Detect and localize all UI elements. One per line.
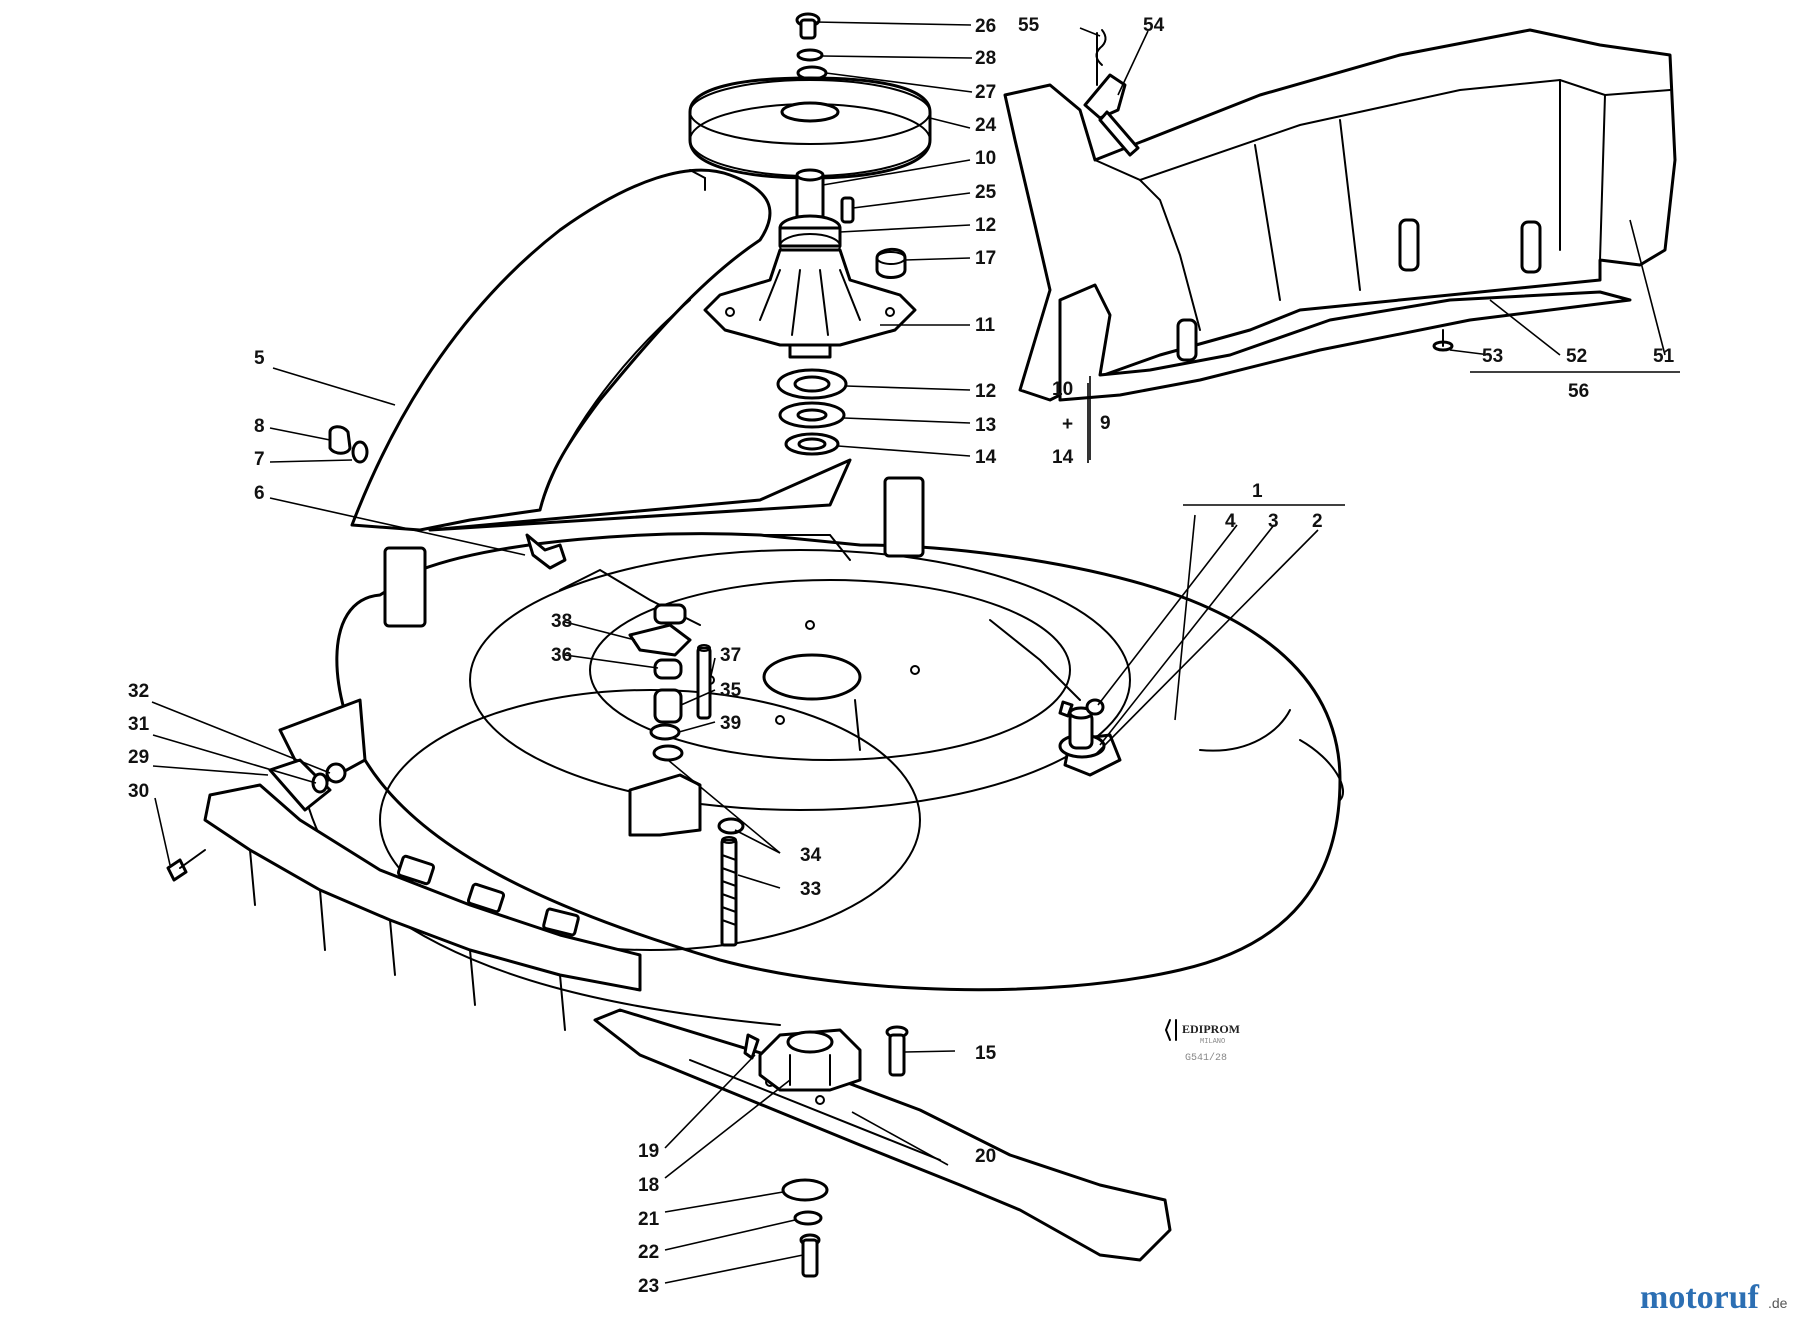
blade-adapter [743,1028,862,1092]
callout-8: 8 [254,416,265,437]
callout-25: 25 [975,182,997,203]
callout-31: 31 [128,714,150,735]
callout-12b: 12 [975,381,996,402]
callout-36: 36 [551,645,572,666]
callout-29: 29 [128,747,149,768]
stamp-brand: EDIPROM [1182,1022,1240,1036]
callout-10b: 10 [1052,379,1073,400]
callout-33: 33 [800,879,821,900]
callout-20: 20 [975,1146,996,1167]
front-guard [166,758,642,1031]
publisher-stamp: EDIPROM MILANO G541/28 [1164,1019,1240,1064]
washer-39-icon [649,723,681,741]
callout-24: 24 [975,115,997,136]
screw-30-icon [166,849,206,882]
washer-7-icon [351,440,369,464]
callout-10a: 10 [975,148,996,169]
deck-bracket-icon [883,476,925,558]
pin-37-icon [696,644,712,720]
washer-34b-icon [717,817,745,835]
callout-19: 19 [638,1141,659,1162]
watermark-text: motoruf [1640,1279,1760,1316]
bolt-23-icon [799,1233,821,1278]
belt-guard [350,168,852,532]
callout-21: 21 [638,1209,660,1230]
deck-housing [278,476,1345,1026]
washer-28-icon [796,48,824,62]
discharge-chute [1003,28,1677,402]
cap-17-icon [875,247,907,279]
bolt-26-icon [795,12,821,40]
wheel-pin-icon [1058,698,1106,759]
callout-37: 37 [720,645,741,666]
callout-13: 13 [975,415,996,436]
callout-52: 52 [1566,346,1587,367]
callout-26: 26 [975,16,996,37]
callout-12a: 12 [975,215,996,236]
lever-38-icon [628,603,692,657]
bearing-12-lower-icon [776,368,848,400]
washer-14-icon [784,432,840,456]
spacer-13-icon [778,401,846,429]
callout-39: 39 [720,713,741,734]
callout-5: 5 [254,348,265,369]
blade [593,1008,1172,1262]
screw-6-icon [525,533,567,570]
callout-51: 51 [1653,346,1675,367]
pulley-24-icon [688,76,932,180]
callout-1: 1 [1252,481,1263,502]
callout-18: 18 [638,1175,659,1196]
callout-55: 55 [1018,15,1040,36]
callout-34: 34 [800,845,822,866]
bolt-33-icon [720,836,738,947]
callout-plus: + [1062,414,1073,435]
bolt-15-icon [885,1025,909,1077]
callout-14a: 14 [975,447,997,468]
stamp-sub: MILANO [1200,1038,1225,1046]
spindle-housing-11-icon [703,248,917,359]
callout-53: 53 [1482,346,1503,367]
callout-17: 17 [975,248,996,269]
callout-7: 7 [254,449,265,470]
chute-screw-53-icon [1432,329,1454,352]
watermark-logo: motoruf .de [1640,1279,1788,1316]
callout-labels: 26 28 27 24 10 25 12 17 11 12 13 14 10 +… [128,15,1675,1297]
watermark-suffix: .de [1768,1295,1788,1311]
deck-bracket-icon [383,546,427,628]
callout-56: 56 [1568,381,1589,402]
callout-38: 38 [551,611,572,632]
stamp-code: G541/28 [1185,1052,1227,1064]
callout-11: 11 [975,315,996,336]
callout-14b: 14 [1052,447,1074,468]
nut-32-icon [325,762,347,784]
callout-15: 15 [975,1043,997,1064]
washer-31-icon [311,772,329,794]
callout-28: 28 [975,48,996,69]
callout-6: 6 [254,483,265,504]
bushing-8-icon [328,425,352,455]
callout-54: 54 [1143,15,1165,36]
callout-3: 3 [1268,511,1279,532]
callout-9: 9 [1100,413,1111,434]
callout-30: 30 [128,781,149,802]
bushing-36-icon [653,658,683,680]
washer-21-icon [781,1178,829,1202]
washer-34-icon [652,744,684,762]
callout-35: 35 [720,680,742,701]
callout-22: 22 [638,1242,659,1263]
callout-4: 4 [1225,511,1236,532]
callout-27: 27 [975,82,996,103]
callout-32: 32 [128,681,149,702]
bearing-12-upper-icon [778,214,842,259]
spacer-35-icon [653,688,683,724]
leader-lines [151,21,1680,1284]
washer-22-icon [793,1210,823,1226]
callout-23: 23 [638,1276,659,1297]
key-25-icon [840,196,855,224]
callout-2: 2 [1312,511,1323,532]
